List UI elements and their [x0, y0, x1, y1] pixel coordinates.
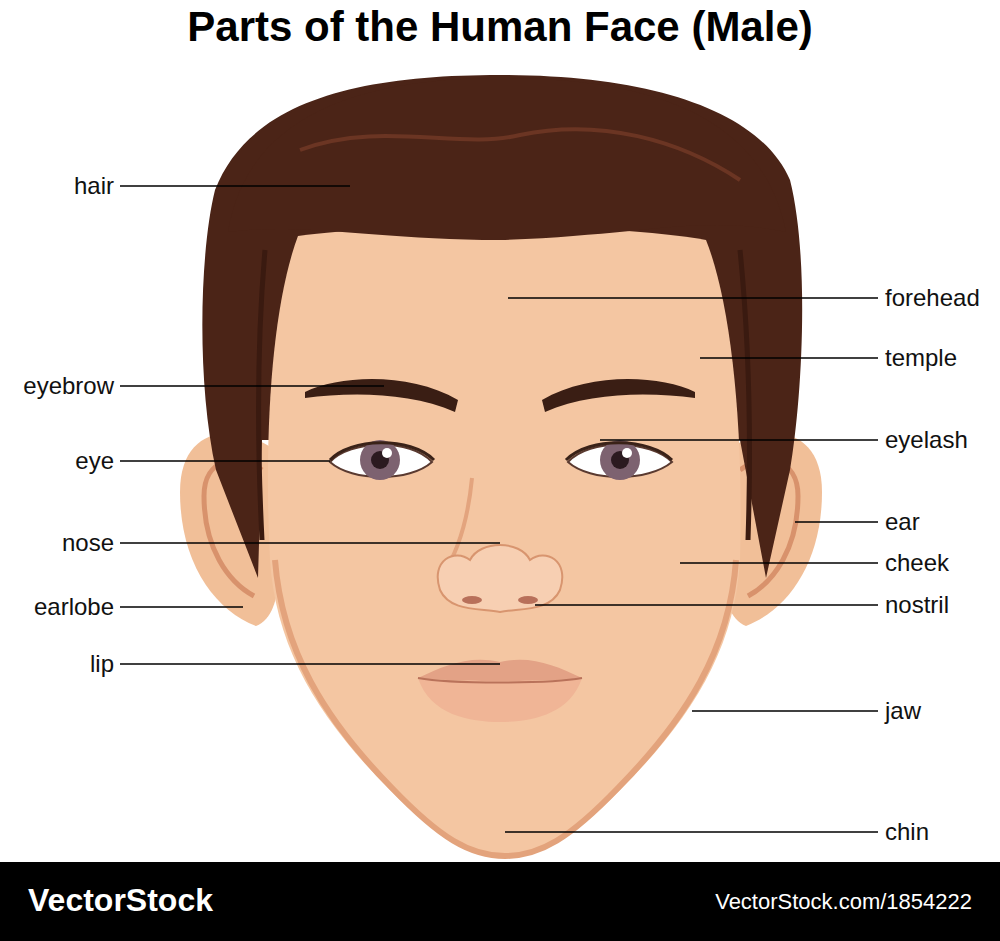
hair-strand [258, 250, 265, 540]
leader-line [600, 439, 878, 441]
iris [360, 440, 400, 480]
eyebrow-shape [542, 379, 695, 412]
eyebrow-shape [305, 379, 458, 412]
eyelid-line [566, 443, 672, 460]
part-label: chin [885, 817, 929, 846]
leader-line [535, 604, 878, 606]
part-label: lip [90, 649, 114, 678]
leader-line [120, 542, 500, 544]
footer-bar [0, 862, 1000, 941]
part-label: nose [62, 528, 114, 557]
watermark: VectorStock [28, 881, 213, 919]
diagram-title: Parts of the Human Face (Male) [0, 2, 1000, 52]
eye-highlight [622, 448, 632, 458]
leader-line [505, 831, 878, 833]
nose-tip [438, 545, 563, 612]
upper-lip [418, 660, 582, 681]
leader-line [692, 710, 878, 712]
part-label: nostril [885, 590, 949, 619]
face-shape [268, 226, 741, 858]
leader-line [120, 185, 350, 187]
part-label: forehead [885, 283, 980, 312]
part-label: cheek [885, 548, 949, 577]
eyelid-line [330, 443, 434, 460]
eye-highlight [382, 448, 392, 458]
part-label: eyebrow [23, 371, 114, 400]
part-label: earlobe [34, 592, 114, 621]
nostril-shape [462, 596, 482, 604]
leader-line [700, 357, 878, 359]
leader-line [120, 460, 330, 462]
hair-strand [740, 250, 750, 540]
watermark: VectorStock.com/1854222 [715, 889, 972, 915]
leader-line [120, 663, 500, 665]
nostril-shape [518, 596, 538, 604]
hair-top [228, 78, 786, 240]
leader-line [680, 562, 878, 564]
lower-lip [418, 678, 582, 722]
leader-lines [120, 186, 878, 832]
iris [600, 440, 640, 480]
part-label: temple [885, 343, 957, 372]
hair-highlight [300, 129, 740, 180]
part-label: ear [885, 507, 920, 536]
leader-line [120, 606, 243, 608]
part-label: eyelash [885, 425, 968, 454]
leader-line [795, 521, 878, 523]
mouth-line [418, 678, 582, 683]
leader-line [508, 297, 878, 299]
leader-line [120, 385, 384, 387]
part-label: jaw [885, 696, 921, 725]
part-label: eye [75, 446, 114, 475]
part-label: hair [74, 171, 114, 200]
